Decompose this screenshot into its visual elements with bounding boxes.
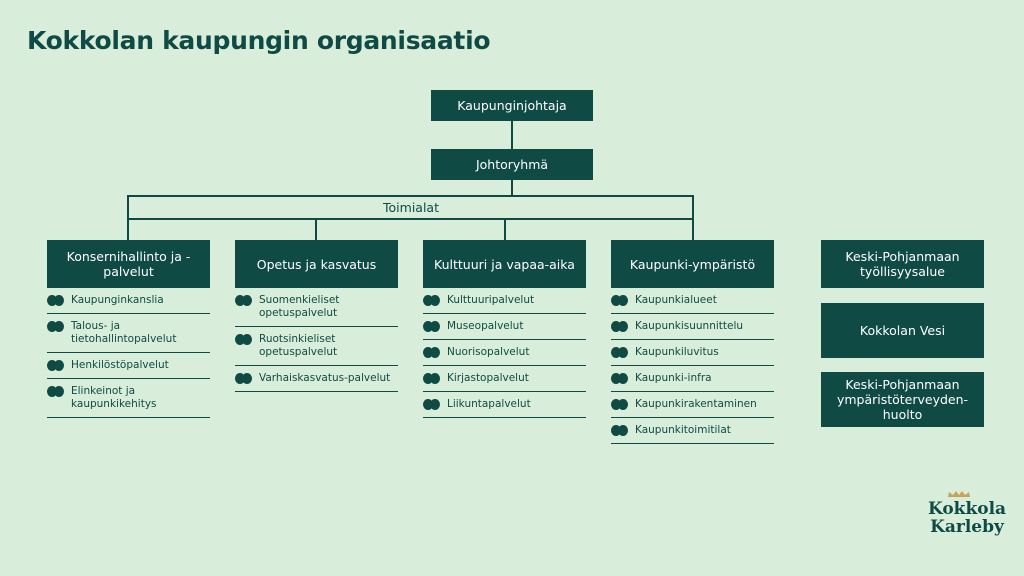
list-item-label: Kaupunginkanslia bbox=[71, 294, 164, 306]
list-item-label: Kulttuuripalvelut bbox=[447, 294, 535, 306]
sector-list-culture: Kulttuuripalvelut Museopalvelut Nuorisop… bbox=[423, 288, 586, 418]
list-item-label: Kirjastopalvelut bbox=[447, 372, 529, 384]
bullet-icon bbox=[47, 295, 64, 306]
sector-box-education: Opetus ja kasvatus bbox=[235, 240, 398, 288]
bullet-icon bbox=[47, 386, 64, 397]
management-group-box: Johtoryhmä bbox=[431, 149, 593, 180]
sector-box-group-administration: Konsernihallinto ja -palvelut bbox=[47, 240, 210, 288]
list-item: Museopalvelut bbox=[423, 314, 586, 340]
bullet-icon bbox=[423, 295, 440, 306]
bullet-icon bbox=[235, 295, 252, 306]
bullet-icon bbox=[611, 373, 628, 384]
sector-box-culture: Kulttuuri ja vapaa-aika bbox=[423, 240, 586, 288]
list-item: Kirjastopalvelut bbox=[423, 366, 586, 392]
drop-sector-4 bbox=[692, 220, 694, 240]
list-item: Kaupunkisuunnittelu bbox=[611, 314, 774, 340]
crown-icon bbox=[948, 491, 970, 497]
drop-sector-1 bbox=[127, 220, 129, 240]
list-item-label: Kaupunkirakentaminen bbox=[635, 398, 757, 410]
sector-title: Konsernihallinto ja -palvelut bbox=[66, 249, 191, 279]
drop-sector-3 bbox=[504, 220, 506, 240]
list-item: Kaupunkialueet bbox=[611, 288, 774, 314]
bullet-icon bbox=[423, 347, 440, 358]
sector-bar-top bbox=[127, 195, 694, 197]
list-item-label: Elinkeinot ja kaupunkikehitys bbox=[71, 385, 157, 410]
list-item: Kaupunki-infra bbox=[611, 366, 774, 392]
bullet-icon bbox=[235, 373, 252, 384]
sector-list-group-administration: Kaupunginkanslia Talous- ja tietohallint… bbox=[47, 288, 210, 418]
list-item-label: Kaupunki-infra bbox=[635, 372, 712, 384]
bullet-icon bbox=[611, 321, 628, 332]
city-logo: Kokkola Karleby bbox=[927, 500, 1007, 536]
list-item: Ruotsinkieliset opetuspalvelut bbox=[235, 327, 398, 366]
list-item: Nuorisopalvelut bbox=[423, 340, 586, 366]
sector-title: Opetus ja kasvatus bbox=[256, 256, 377, 272]
management-group-label: Johtoryhmä bbox=[475, 157, 549, 172]
sector-bar-bottom bbox=[127, 218, 694, 220]
list-item: Kulttuuripalvelut bbox=[423, 288, 586, 314]
sector-list-urban-environment: Kaupunkialueet Kaupunkisuunnittelu Kaupu… bbox=[611, 288, 774, 444]
logo-text-finnish: Kokkola bbox=[927, 499, 1007, 519]
bullet-icon bbox=[235, 334, 252, 345]
list-item: Kaupunkirakentaminen bbox=[611, 392, 774, 418]
list-item-label: Liikuntapalvelut bbox=[447, 398, 531, 410]
bullet-icon bbox=[423, 321, 440, 332]
sector-list-education: Suomenkieliset opetuspalvelut Ruotsinkie… bbox=[235, 288, 398, 392]
list-item-label: Kaupunkialueet bbox=[635, 294, 717, 306]
list-item-label: Museopalvelut bbox=[447, 320, 524, 332]
list-item-label: Kaupunkisuunnittelu bbox=[635, 320, 744, 332]
list-item-label: Ruotsinkieliset opetuspalvelut bbox=[259, 333, 338, 358]
bullet-icon bbox=[611, 295, 628, 306]
sector-box-urban-environment: Kaupunki-ympäristö bbox=[611, 240, 774, 288]
drop-sector-2 bbox=[315, 220, 317, 240]
sector-bar-left bbox=[127, 195, 129, 220]
list-item: Henkilöstöpalvelut bbox=[47, 353, 210, 379]
sector-bar-right bbox=[692, 195, 694, 220]
bullet-icon bbox=[423, 399, 440, 410]
side-unit-label: Keski-Pohjanmaan ympäristöterveyden-huol… bbox=[836, 377, 969, 422]
sector-title: Kulttuuri ja vapaa-aika bbox=[434, 256, 575, 272]
manager-label: Kaupunginjohtaja bbox=[457, 98, 567, 113]
bullet-icon bbox=[611, 425, 628, 436]
side-unit-employment-area: Keski-Pohjanmaan työllisyysalue bbox=[821, 240, 984, 288]
list-item-label: Kaupunkiluvitus bbox=[635, 346, 719, 358]
sectors-label: Toimialat bbox=[377, 200, 445, 215]
bullet-icon bbox=[611, 399, 628, 410]
list-item: Elinkeinot ja kaupunkikehitys bbox=[47, 379, 210, 418]
side-unit-environmental-health: Keski-Pohjanmaan ympäristöterveyden-huol… bbox=[821, 372, 984, 427]
list-item: Kaupunkitoimitilat bbox=[611, 418, 774, 444]
bullet-icon bbox=[611, 347, 628, 358]
list-item-label: Varhaiskasvatus-palvelut bbox=[259, 372, 391, 384]
side-unit-label: Keski-Pohjanmaan työllisyysalue bbox=[845, 249, 960, 279]
list-item: Kaupunginkanslia bbox=[47, 288, 210, 314]
list-item: Varhaiskasvatus-palvelut bbox=[235, 366, 398, 392]
connector-manager-group bbox=[511, 121, 513, 149]
logo-text-swedish: Karleby bbox=[930, 517, 1004, 537]
side-unit-label: Kokkolan Vesi bbox=[859, 323, 946, 338]
list-item-label: Talous- ja tietohallintopalvelut bbox=[71, 320, 177, 345]
manager-box: Kaupunginjohtaja bbox=[431, 90, 593, 121]
bullet-icon bbox=[47, 360, 64, 371]
list-item: Liikuntapalvelut bbox=[423, 392, 586, 418]
list-item-label: Henkilöstöpalvelut bbox=[71, 359, 169, 371]
list-item: Kaupunkiluvitus bbox=[611, 340, 774, 366]
connector-group-bar bbox=[511, 180, 513, 196]
list-item: Suomenkieliset opetuspalvelut bbox=[235, 288, 398, 327]
sector-title: Kaupunki-ympäristö bbox=[629, 256, 756, 272]
bullet-icon bbox=[47, 321, 64, 332]
list-item-label: Nuorisopalvelut bbox=[447, 346, 530, 358]
bullet-icon bbox=[423, 373, 440, 384]
list-item: Talous- ja tietohallintopalvelut bbox=[47, 314, 210, 353]
list-item-label: Suomenkieliset opetuspalvelut bbox=[259, 294, 340, 319]
list-item-label: Kaupunkitoimitilat bbox=[635, 424, 731, 436]
page-title: Kokkolan kaupungin organisaatio bbox=[27, 26, 491, 55]
side-unit-water: Kokkolan Vesi bbox=[821, 303, 984, 358]
